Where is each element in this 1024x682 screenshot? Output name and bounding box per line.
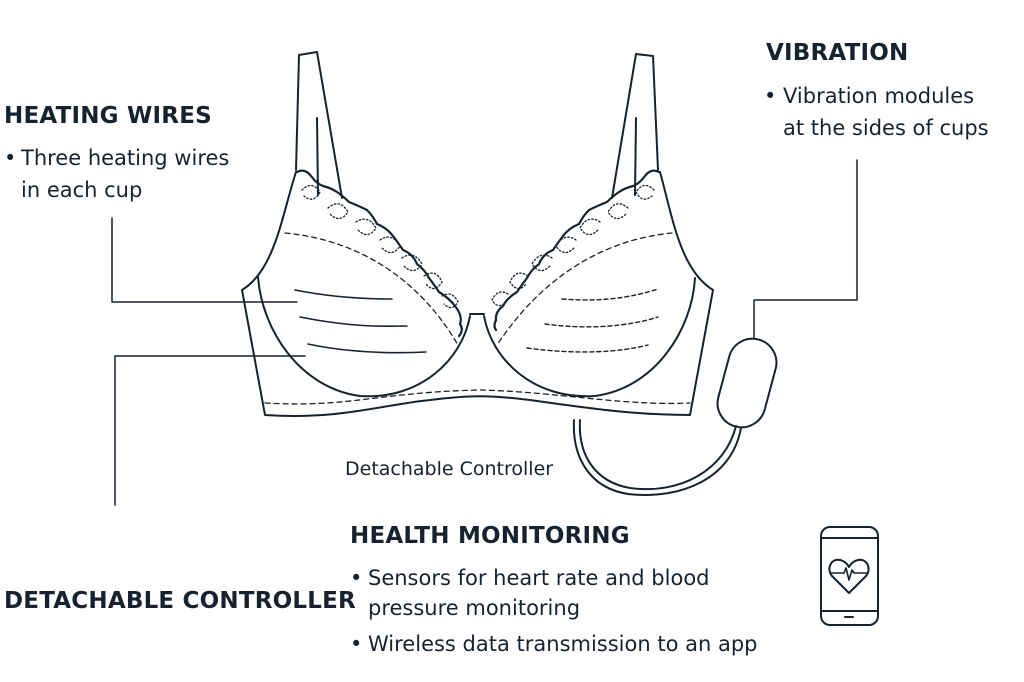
health-bullet-2: Wireless data transmission to an app — [368, 632, 758, 656]
smartphone-heart-icon — [820, 526, 879, 626]
heating-wires-title: HEATING WIRES — [4, 103, 212, 129]
right-strap — [611, 53, 659, 199]
health-monitoring-title: HEALTH MONITORING — [350, 523, 630, 549]
health-bullet-1-line-1: Sensors for heart rate and blood — [368, 566, 710, 590]
bullet: • — [764, 84, 777, 108]
heating-bullet-line-2: in each cup — [21, 178, 143, 202]
bullet: • — [350, 632, 363, 656]
controller-leader-line — [114, 355, 306, 506]
vibration-bullet-line-1: Vibration modules — [783, 84, 975, 108]
left-cup — [257, 276, 471, 398]
lace-pattern — [301, 184, 655, 309]
vibration-leader-line — [753, 159, 858, 339]
controller-caption: Detachable Controller — [345, 458, 554, 480]
bra-outline — [241, 171, 714, 417]
vibration-title: VIBRATION — [766, 40, 909, 66]
health-bullet-1-line-2: pressure monitoring — [368, 596, 581, 620]
right-cup — [483, 277, 696, 398]
controller-pod-icon — [572, 337, 778, 496]
seams — [264, 232, 691, 405]
vibration-bullet-line-2: at the sides of cups — [783, 116, 989, 140]
left-lace-edge — [295, 169, 463, 338]
bullet: • — [350, 566, 363, 590]
bullet: • — [4, 146, 17, 170]
heating-bullet-line-1: Three heating wires — [21, 146, 230, 170]
left-strap — [295, 51, 343, 199]
detachable-controller-title: DETACHABLE CONTROLLER — [4, 588, 356, 614]
heating-wires-right — [526, 288, 659, 353]
heating-wires-left — [294, 289, 427, 354]
heating-leader-line — [111, 217, 298, 303]
